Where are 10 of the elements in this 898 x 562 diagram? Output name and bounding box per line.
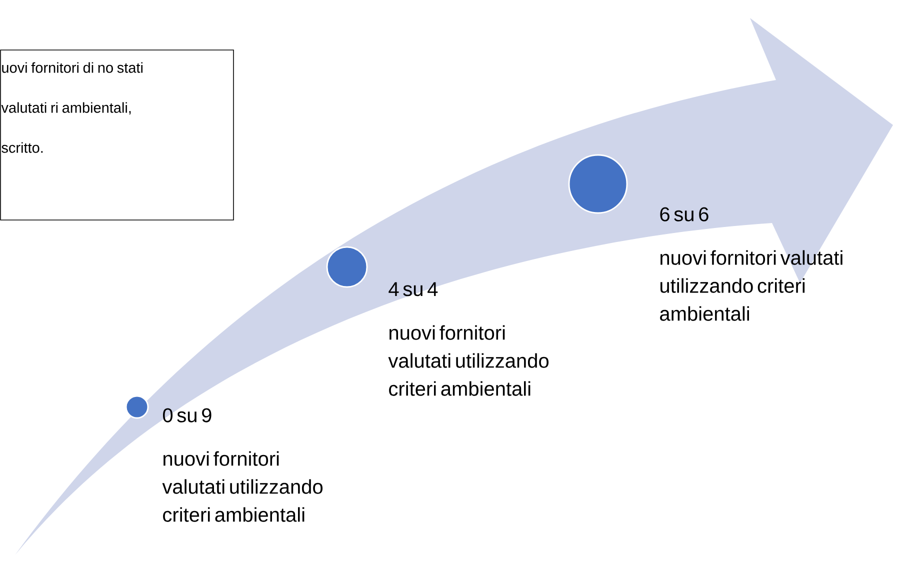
count-label: 6 su 6 <box>660 207 708 222</box>
count-label: 0 su 9 <box>163 408 212 422</box>
marker-circle <box>568 154 628 214</box>
description-text: nuovi fornitori valutati utilizzando criteri ambientali <box>660 250 842 321</box>
count-label: 4 su 4 <box>388 282 438 296</box>
marker-circle <box>326 246 368 288</box>
note-box: uovi fornitori di no stati valutati ri ambientali, scritto. <box>0 50 234 220</box>
description-text: nuovi fornitori valutati utilizzando criteri ambientali <box>388 325 549 396</box>
description-text: nuovi fornitori valutati utilizzando criteri ambientali <box>162 451 323 522</box>
marker-circle <box>125 395 149 419</box>
